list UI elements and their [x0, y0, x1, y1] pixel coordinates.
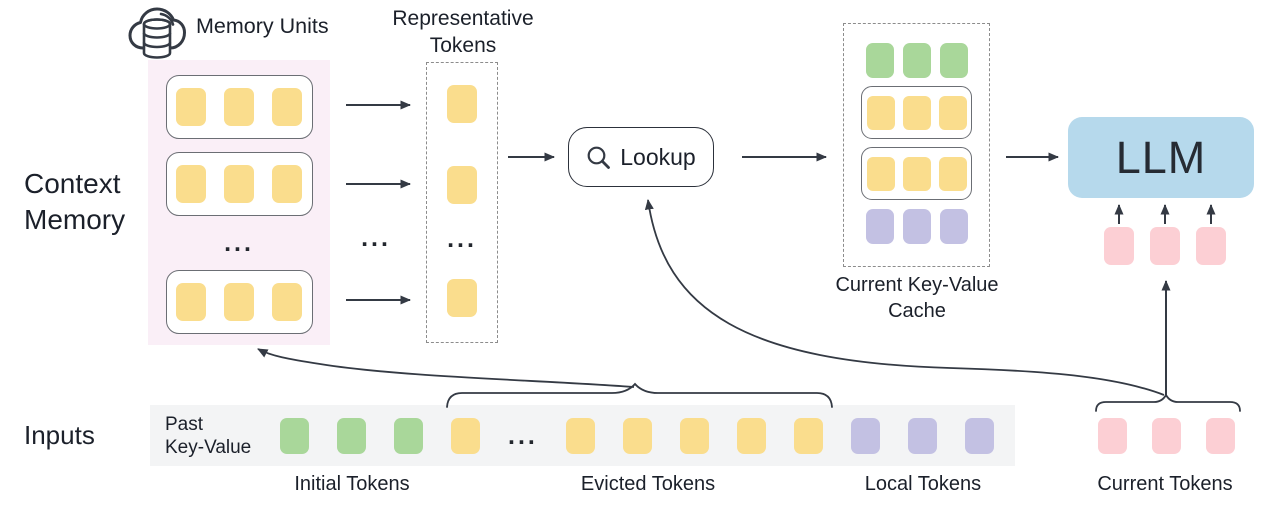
initial-token	[939, 43, 968, 78]
ellipsis: ...	[224, 228, 254, 257]
local-token	[850, 418, 880, 454]
curve-evicted-tokens-to-memory	[257, 348, 635, 388]
local-token	[939, 209, 968, 244]
evicted-tokens-label: Evicted Tokens	[580, 473, 716, 495]
retrieved-token	[902, 156, 931, 191]
evicted-token	[451, 418, 480, 454]
retrieved-token	[902, 95, 931, 130]
llm-box: LLM	[1068, 117, 1254, 198]
current-token	[1104, 227, 1134, 265]
memory-unit	[165, 270, 313, 334]
initial-tokens-label: Initial Tokens	[294, 473, 410, 495]
current-kv-cache-label: Current Key-Value Cache	[835, 274, 999, 322]
retrieved-token	[866, 156, 895, 191]
memory-token	[224, 88, 254, 126]
initial-token	[902, 43, 931, 78]
context-memory-panel: ...	[148, 60, 330, 345]
current-token	[1196, 227, 1226, 265]
llm-label: LLM	[1115, 131, 1207, 183]
memory-token	[272, 283, 302, 321]
memory-unit	[165, 152, 313, 216]
inputs-label: Inputs	[24, 420, 95, 450]
lookup-button: Lookup	[568, 127, 714, 187]
current-tokens-row	[1098, 418, 1235, 454]
retrieved-token	[866, 95, 895, 130]
representative-token	[447, 85, 477, 123]
brace-current-tokens	[1095, 393, 1241, 412]
cache-memory-unit	[861, 147, 972, 200]
initial-token	[865, 43, 894, 78]
context-memory-label: Context Memory	[24, 168, 126, 236]
ellipsis: ...	[508, 421, 538, 450]
memory-token	[176, 88, 206, 126]
memory-unit	[165, 75, 313, 139]
retrieved-token	[938, 95, 967, 130]
ellipsis: ...	[361, 223, 391, 252]
initial-token	[394, 418, 423, 454]
memory-token	[176, 165, 206, 203]
evicted-token	[622, 418, 652, 454]
evicted-token	[679, 418, 709, 454]
memory-token	[224, 283, 254, 321]
cache-row-local	[844, 209, 989, 244]
current-token	[1206, 418, 1235, 454]
evicted-token	[736, 418, 766, 454]
llm-input-tokens	[1104, 227, 1226, 265]
local-token	[865, 209, 894, 244]
representative-tokens-box: ...	[426, 62, 498, 343]
local-token	[902, 209, 931, 244]
initial-token	[280, 418, 309, 454]
memory-token	[272, 88, 302, 126]
ellipsis: ...	[447, 224, 477, 253]
brace-evicted-tokens	[446, 382, 833, 408]
evicted-token	[565, 418, 595, 454]
memory-token	[272, 165, 302, 203]
memory-token	[224, 165, 254, 203]
current-token	[1150, 227, 1180, 265]
local-tokens-label: Local Tokens	[864, 473, 982, 495]
memory-units-label: Memory Units	[196, 14, 329, 38]
cache-row-initial	[844, 43, 989, 78]
local-token	[907, 418, 937, 454]
retrieved-token	[938, 156, 967, 191]
memory-cloud-database-icon	[128, 7, 186, 59]
current-token	[1152, 418, 1181, 454]
current-kv-cache-box	[843, 23, 990, 267]
memory-token	[176, 283, 206, 321]
search-icon	[587, 146, 611, 169]
representative-token	[447, 166, 477, 204]
evicted-token	[793, 418, 823, 454]
lookup-label: Lookup	[620, 143, 696, 170]
current-token	[1098, 418, 1127, 454]
current-tokens-label: Current Tokens	[1097, 473, 1233, 495]
representative-token	[447, 279, 477, 317]
initial-token	[337, 418, 366, 454]
local-token	[964, 418, 994, 454]
representative-tokens-label: Representative Tokens	[392, 7, 534, 58]
cache-memory-unit	[861, 86, 972, 139]
past-key-value-label: Past Key-Value	[165, 414, 252, 458]
past-token-sequence: ...	[280, 418, 994, 454]
